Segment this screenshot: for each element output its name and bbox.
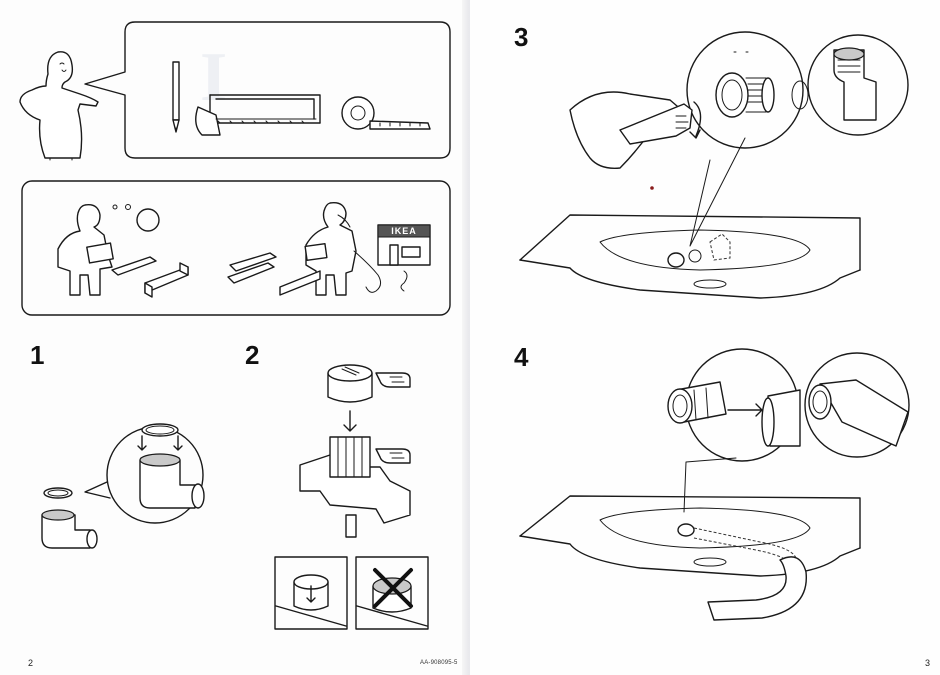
step-1-illustration bbox=[41, 423, 205, 549]
down-arrow-icon bbox=[343, 410, 357, 432]
step-number-3: 3 bbox=[514, 22, 529, 52]
step-4-illustration bbox=[519, 348, 910, 621]
step-number-4: 4 bbox=[514, 342, 529, 372]
step-3-illustration bbox=[519, 31, 909, 299]
hacksaw-icon bbox=[195, 94, 321, 136]
svg-text:I: I bbox=[200, 39, 227, 116]
instruction-character bbox=[19, 51, 99, 161]
document-id: AA-908095-5 bbox=[420, 660, 458, 666]
tape-measure-icon bbox=[341, 96, 431, 130]
pencil-icon bbox=[172, 61, 180, 133]
down-arrow-icon bbox=[306, 585, 316, 603]
cross-out-icon bbox=[373, 568, 413, 608]
correct-install-panel bbox=[274, 556, 348, 630]
incorrect-install-panel bbox=[355, 556, 429, 630]
step-2-illustration bbox=[299, 364, 411, 538]
help-panel bbox=[21, 180, 451, 316]
tools-panel: I bbox=[84, 21, 451, 159]
step-number-1: 1 bbox=[30, 340, 45, 370]
step-number-2: 2 bbox=[245, 340, 260, 370]
left-page: I bbox=[19, 21, 458, 668]
right-page: 3 bbox=[470, 0, 940, 675]
pointing-hand-icon bbox=[375, 372, 411, 388]
store-sign-label: IKEA bbox=[391, 226, 417, 236]
page-number-right: 3 bbox=[925, 658, 931, 668]
page-number-left: 2 bbox=[28, 658, 34, 668]
